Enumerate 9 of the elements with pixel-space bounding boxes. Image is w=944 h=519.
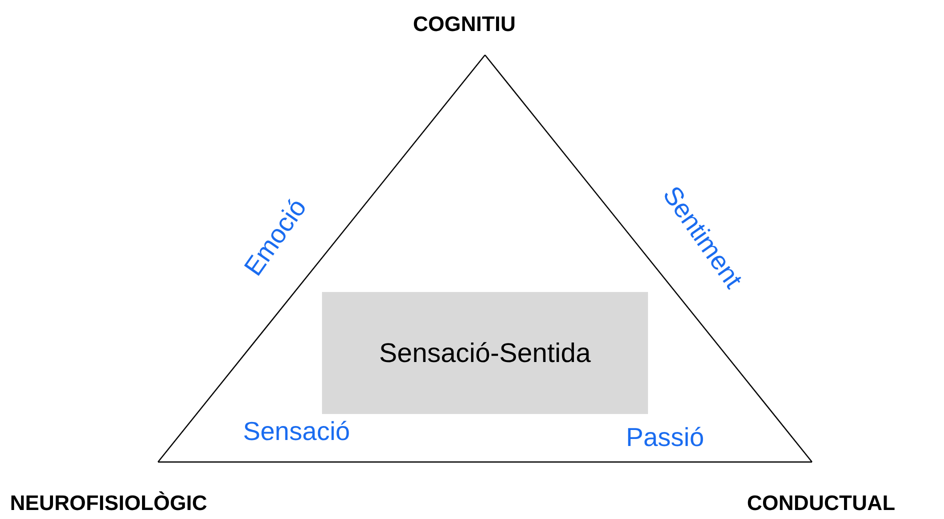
vertex-label: NEUROFISIOLÒGIC <box>10 493 208 514</box>
triangle-side <box>158 461 812 463</box>
region-label: Sensació <box>243 418 350 444</box>
triangle-side <box>484 54 812 462</box>
region-label: Passió <box>626 424 704 450</box>
concept-box: Sensació-Sentida <box>322 292 648 414</box>
vertex-label: CONDUCTUAL <box>747 493 896 514</box>
triangle-side <box>158 54 486 462</box>
vertex-label: COGNITIU <box>413 14 516 35</box>
